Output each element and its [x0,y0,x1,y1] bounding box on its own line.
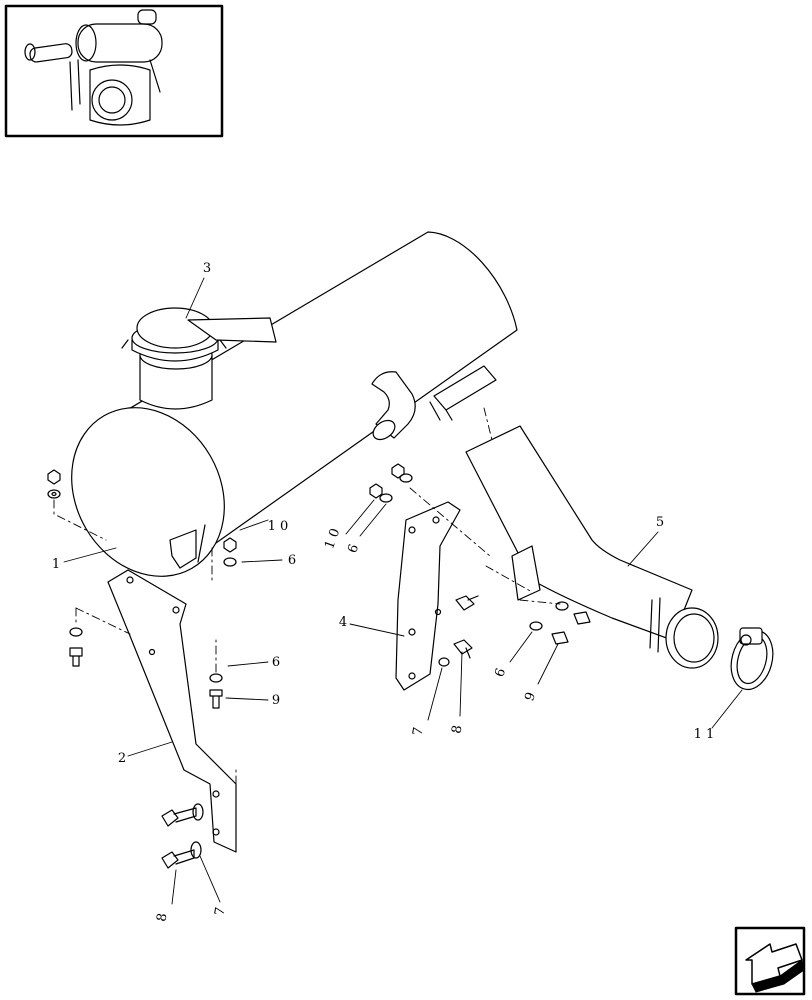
callout-9-left: 9 [272,693,280,708]
callout-8-left: 8 [154,912,170,923]
callout-6-lower: 6 [272,655,280,670]
callout-2: 2 [118,751,126,766]
engine-assembly-thumbnail-icon [4,4,224,138]
callout-labels: 3 1 2 4 5 1 0 6 1 0 6 6 9 8 7 7 8 6 9 1 … [52,261,714,923]
exhaust-pipe-part-5 [465,425,719,669]
rain-cap-part-3 [121,307,277,410]
callout-leaders [63,277,743,905]
bracket-part-4 [395,501,461,691]
muffler-outlet-elbow [371,365,497,441]
callout-7-left: 7 [212,906,228,917]
callout-8-right: 8 [449,724,465,735]
callout-7-right: 7 [410,726,426,737]
callout-6-left: 6 [288,553,296,568]
muffler-part-1 [71,231,518,577]
callout-9-right: 9 [522,690,539,703]
previous-page-arrow-icon[interactable] [734,926,806,996]
callout-10-left: 1 0 [268,519,289,534]
callout-11: 1 1 [694,727,715,742]
callout-5: 5 [656,515,664,530]
callout-6-mid: 6 [345,542,362,555]
callout-6-right: 6 [492,666,509,679]
callout-4: 4 [339,615,347,630]
bracket-part-2 [107,569,237,853]
callout-10-mid: 1 0 [322,527,343,552]
callout-3: 3 [203,261,211,276]
callout-1: 1 [52,557,60,572]
fasteners [47,463,591,869]
alignment-lines [53,407,561,785]
hose-clamp-part-11 [730,627,774,691]
